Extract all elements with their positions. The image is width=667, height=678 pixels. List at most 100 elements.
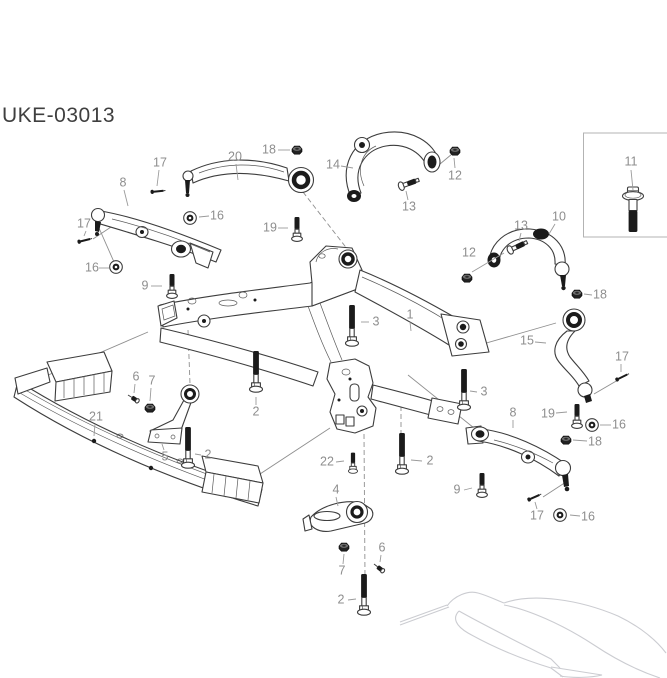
callout-13[interactable]: 13: [514, 218, 528, 232]
nut-flange-icon-part-16: [553, 508, 567, 522]
leader-line: [469, 390, 478, 393]
callout-12[interactable]: 12: [448, 168, 462, 182]
callout-16[interactable]: 16: [85, 260, 99, 274]
leader-line: [161, 443, 165, 451]
callout-19[interactable]: 19: [541, 406, 555, 420]
control-arm-part-20: [182, 159, 315, 197]
nut-sm-icon-part-7: [144, 403, 156, 413]
upper-control-arm-part-14: [345, 131, 441, 202]
bolt-lg-icon-part-2: [180, 426, 196, 469]
leader-line: [194, 453, 202, 456]
callout-7[interactable]: 7: [149, 373, 156, 387]
callout-17[interactable]: 17: [77, 216, 91, 230]
bolt-lg-icon-part-2: [356, 573, 372, 616]
callout-2[interactable]: 2: [427, 453, 434, 467]
lateral-arm-part-15: [554, 308, 593, 403]
nut-sm-icon-part-12: [449, 146, 461, 156]
callout-16[interactable]: 16: [210, 208, 224, 222]
callout-15[interactable]: 15: [520, 333, 534, 347]
bracket-part-4: [302, 500, 374, 532]
leader-line: [518, 232, 522, 242]
leader-line: [453, 157, 456, 169]
leader-line: [555, 411, 568, 414]
pin-icon-part-17: [525, 491, 544, 504]
nut-sm-icon-part-18: [571, 289, 583, 299]
callout-11[interactable]: 11: [625, 154, 638, 168]
callout-17[interactable]: 17: [530, 508, 544, 522]
leader-line: [534, 501, 538, 510]
callout-2[interactable]: 2: [205, 447, 212, 461]
leader-line: [379, 554, 382, 563]
callout-2[interactable]: 2: [253, 404, 260, 418]
flange-bolt-icon-part-11: [621, 186, 645, 233]
leader-line: [409, 321, 412, 332]
leader-line: [534, 341, 547, 344]
leader-line: [83, 230, 87, 237]
leader-line: [156, 169, 160, 187]
leader-line: [133, 383, 136, 394]
callout-8[interactable]: 8: [510, 405, 517, 419]
callout-6[interactable]: 6: [379, 540, 386, 554]
callout-18[interactable]: 18: [593, 287, 607, 301]
callout-7[interactable]: 7: [339, 563, 346, 577]
leader-line: [572, 439, 588, 442]
car-body-outline: [399, 591, 667, 678]
bolt-md-icon-part-9: [476, 472, 488, 498]
callout-18[interactable]: 18: [588, 434, 602, 448]
bolt-md-icon-part-19: [291, 216, 303, 242]
pin-icon-part-17: [613, 370, 631, 384]
callout-6[interactable]: 6: [133, 369, 140, 383]
callout-16[interactable]: 16: [612, 417, 626, 431]
bolt-md-icon-part-22: [347, 452, 359, 474]
callout-3[interactable]: 3: [373, 314, 380, 328]
leader-line: [410, 459, 423, 462]
drawing-number: UKE-03013: [2, 104, 116, 127]
bracket-part-5: [147, 384, 200, 445]
callout-18[interactable]: 18: [262, 142, 276, 156]
leader-line: [123, 189, 129, 207]
callout-13[interactable]: 13: [402, 199, 416, 213]
callout-10[interactable]: 10: [552, 209, 566, 223]
leader-line: [583, 293, 593, 296]
leader-line: [335, 496, 339, 507]
leader-line: [548, 223, 556, 235]
leader-line: [198, 215, 210, 218]
callout-8[interactable]: 8: [120, 175, 127, 189]
callout-1[interactable]: 1: [407, 307, 414, 321]
callout-5[interactable]: 5: [162, 449, 169, 463]
callout-3[interactable]: 3: [481, 384, 488, 398]
leader-line: [463, 487, 473, 491]
nut-sm-icon-part-18: [291, 145, 303, 155]
lower-control-arm-part-8-right: [465, 425, 572, 492]
pin-icon-part-17: [76, 235, 94, 246]
leader-line: [93, 423, 96, 437]
callout-22[interactable]: 22: [320, 454, 334, 468]
callout-16[interactable]: 16: [581, 509, 595, 523]
callout-14[interactable]: 14: [326, 157, 340, 171]
callout-17[interactable]: 17: [153, 155, 167, 169]
inset-box: [583, 132, 667, 238]
leader-line: [630, 169, 634, 191]
callout-4[interactable]: 4: [333, 482, 340, 496]
callout-2[interactable]: 2: [338, 592, 345, 606]
bolt-sm-icon-part-13: [396, 175, 421, 192]
pin-icon-part-17: [149, 187, 167, 196]
callout-12[interactable]: 12: [462, 245, 476, 259]
leader-line: [569, 514, 581, 517]
leader-line: [471, 252, 505, 273]
nut-flange-icon-part-16: [585, 418, 599, 432]
callout-9[interactable]: 9: [142, 278, 149, 292]
callout-19[interactable]: 19: [263, 220, 277, 234]
callout-21[interactable]: 21: [89, 409, 103, 423]
callout-17[interactable]: 17: [615, 349, 629, 363]
nut-flange-icon-part-16: [183, 211, 197, 225]
callout-20[interactable]: 20: [228, 149, 242, 163]
bolt-tiny-icon-part-6: [126, 392, 141, 405]
leader-line: [149, 387, 152, 402]
leader-line: [340, 165, 354, 169]
callout-9[interactable]: 9: [454, 482, 461, 496]
bolt-tiny-icon-part-6: [372, 561, 386, 575]
